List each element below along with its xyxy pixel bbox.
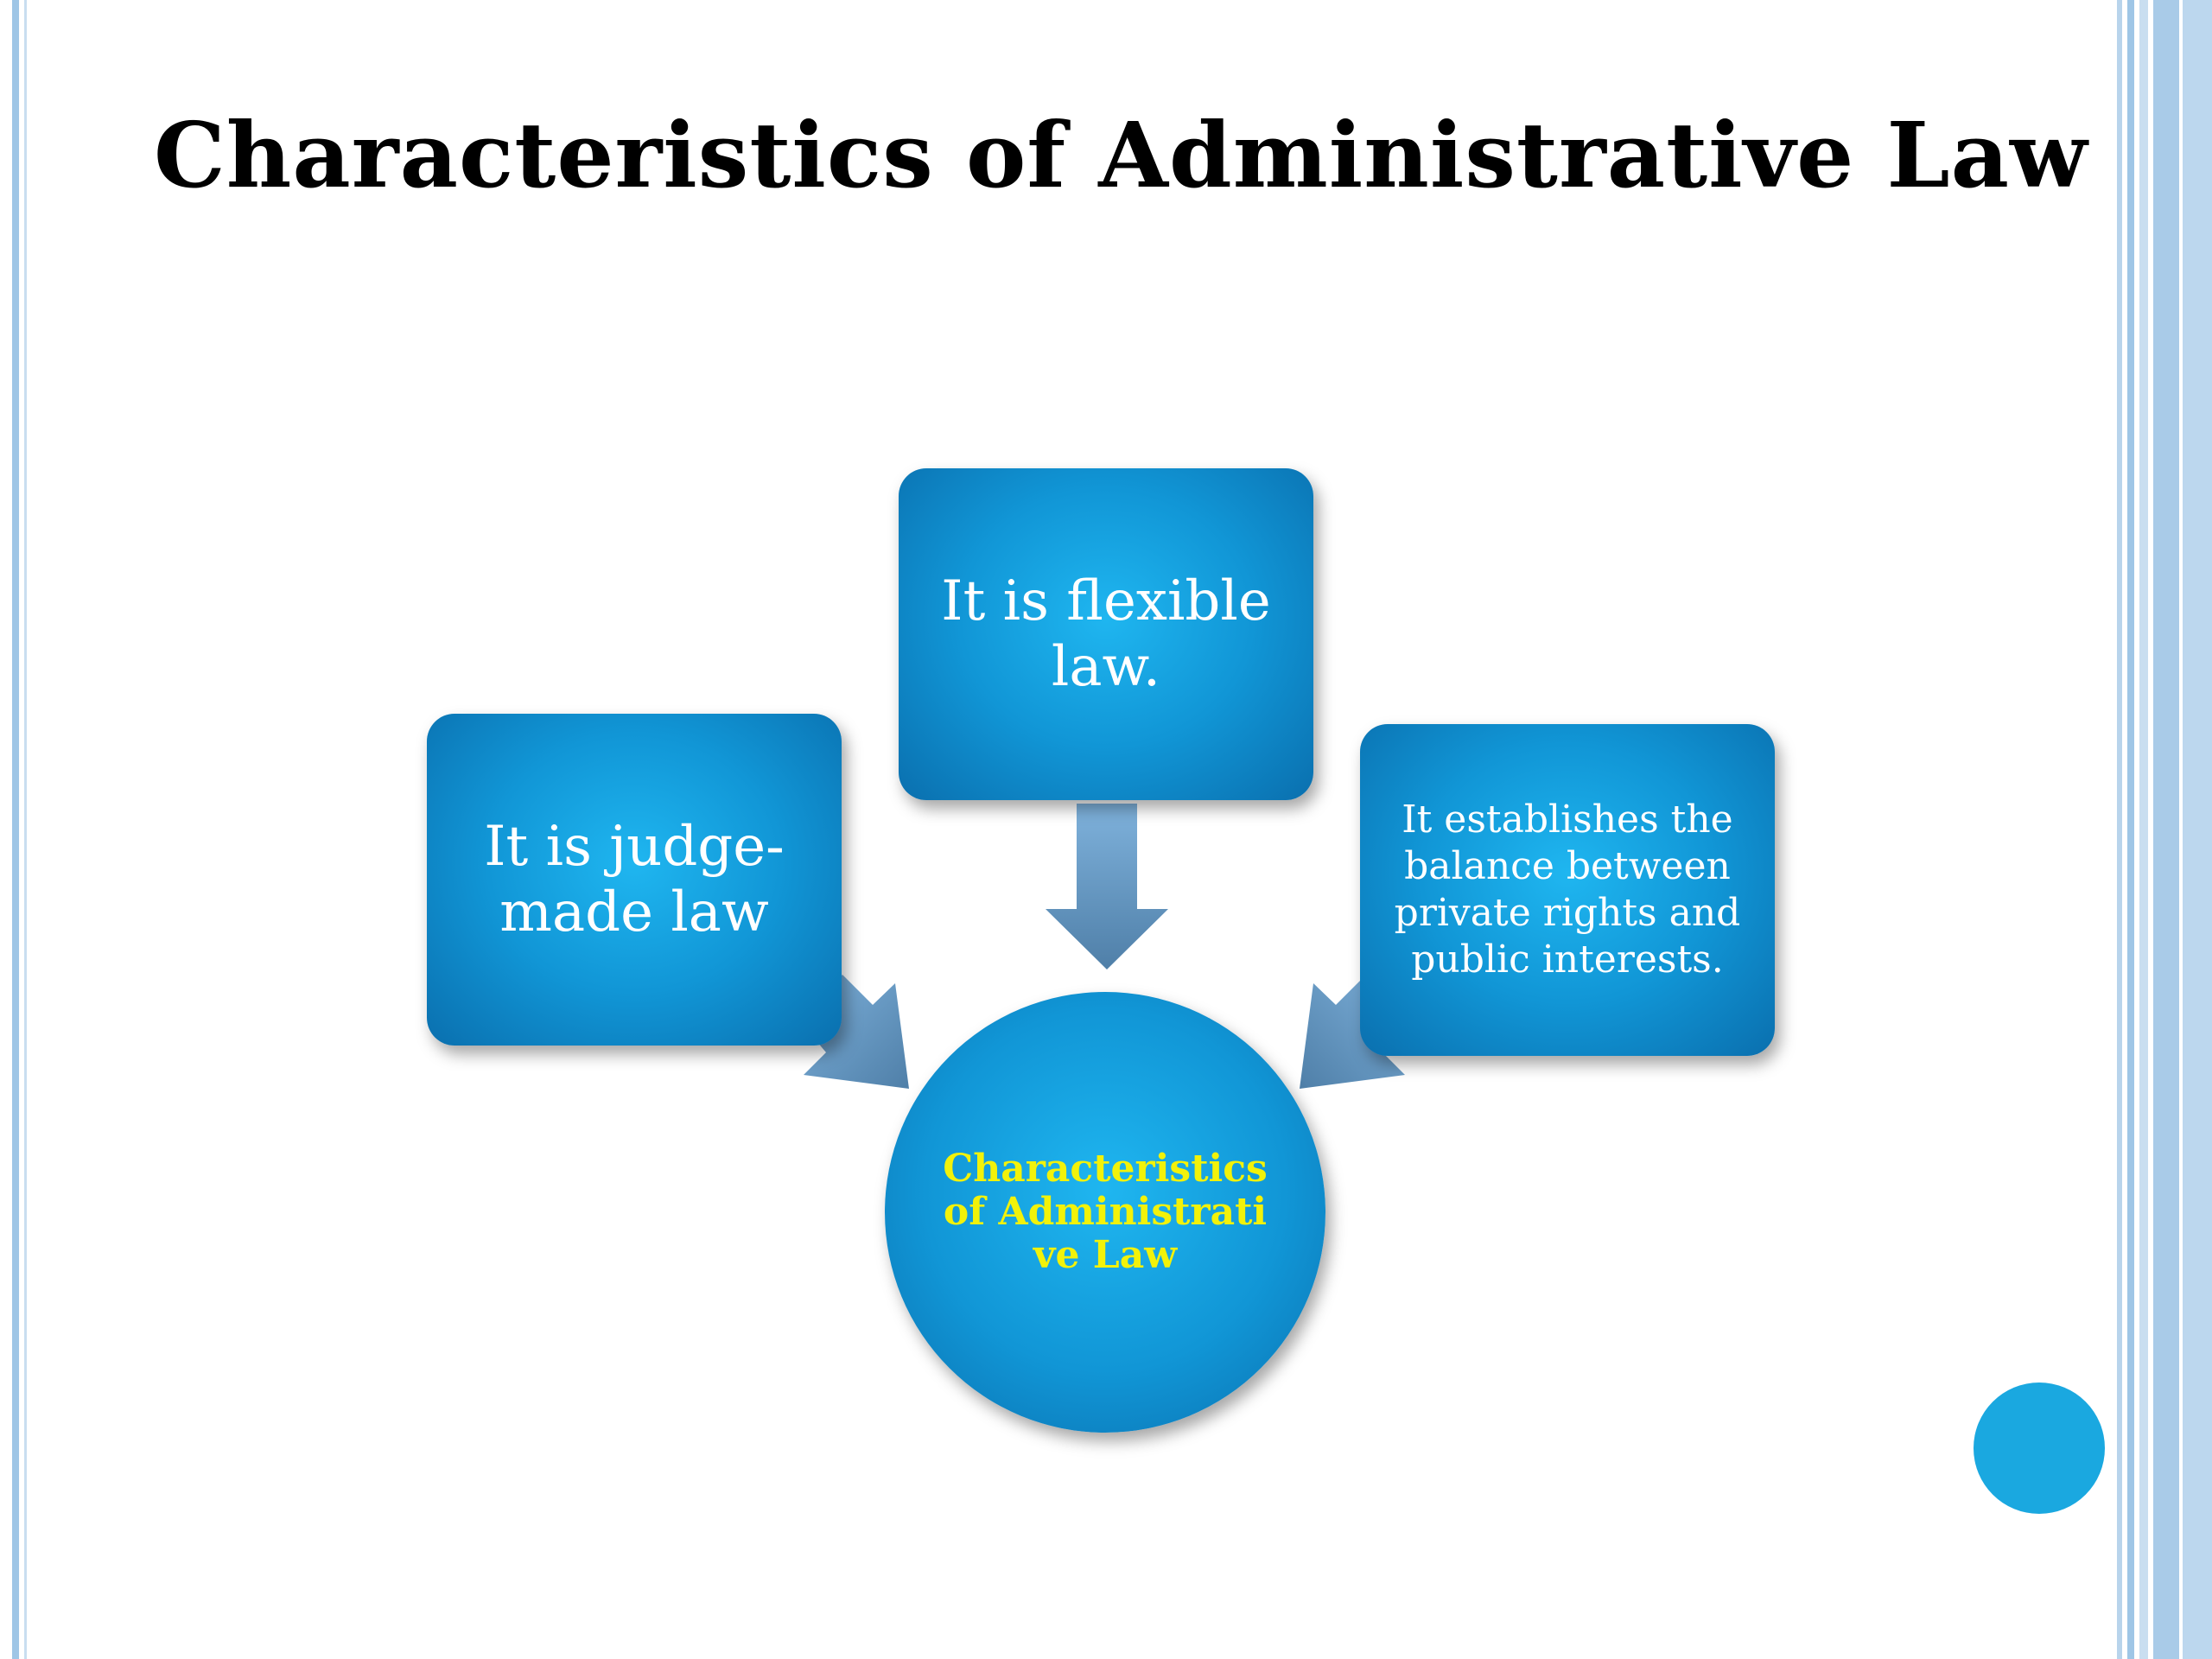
center-node-label: Characteristics of Administrative Law — [943, 1147, 1268, 1277]
slide-title: Characteristics of Administrative Law — [154, 102, 2088, 208]
right-border-band-4 — [2153, 0, 2179, 1659]
node-right-line-2: balance between — [1404, 844, 1731, 888]
node-top-line-2: law. — [1051, 635, 1161, 699]
left-border-rule-inner — [24, 0, 27, 1659]
decorative-dot — [1974, 1382, 2105, 1514]
left-border-rule — [12, 0, 19, 1659]
right-border-band-2 — [2127, 0, 2134, 1659]
node-right-line-4: public interests. — [1411, 938, 1724, 982]
node-left-line-2: made law — [499, 880, 769, 944]
node-judge-made-law: It is judge- made law — [427, 714, 842, 1046]
node-flexible-law: It is flexible law. — [899, 468, 1313, 800]
center-node: Characteristics of Administrative Law — [885, 992, 1325, 1433]
node-right-line-1: It establishes the — [1402, 798, 1733, 842]
node-right-line-3: private rights and — [1394, 891, 1741, 935]
node-left-line-1: It is judge- — [484, 815, 785, 879]
node-balance-rights-interests: It establishes the balance between priva… — [1360, 724, 1775, 1056]
arrow-top-to-center — [1046, 804, 1168, 969]
right-border-band-1 — [2117, 0, 2122, 1659]
right-border-band-3 — [2139, 0, 2148, 1659]
node-top-line-1: It is flexible — [941, 569, 1271, 633]
right-border-band-5 — [2183, 0, 2212, 1659]
